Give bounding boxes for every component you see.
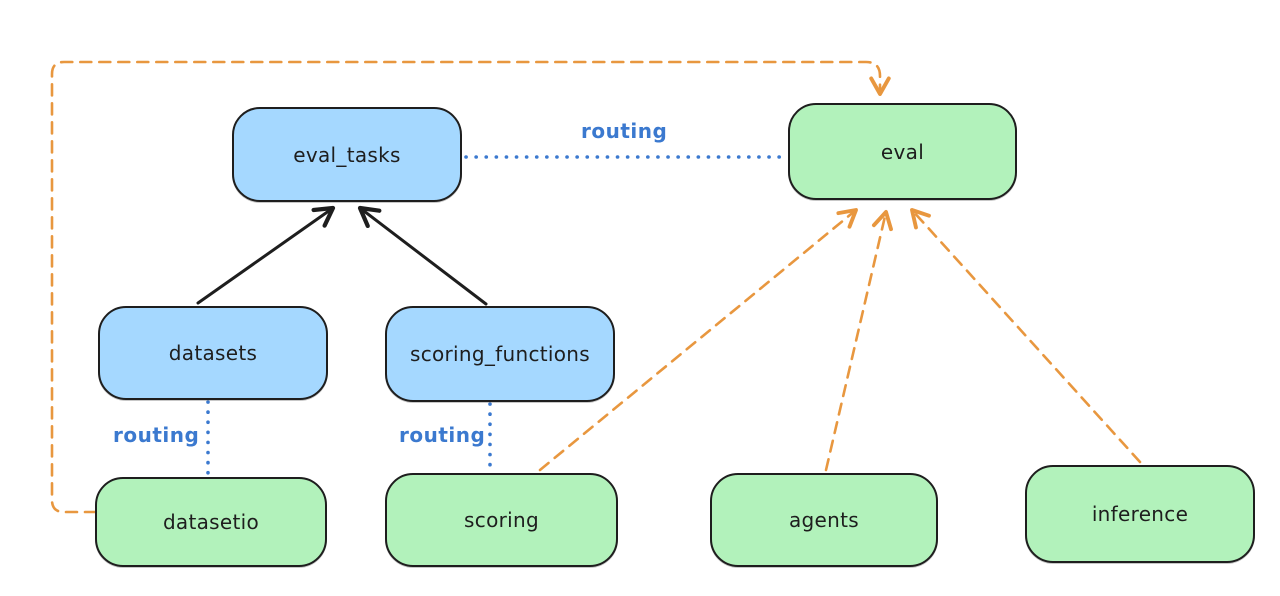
edge-agents-to-eval	[824, 210, 893, 472]
node-scoring-functions: scoring_functions	[385, 306, 615, 402]
node-eval-tasks-label: eval_tasks	[293, 142, 401, 167]
node-scoring-label: scoring	[464, 508, 539, 532]
node-eval-label: eval	[880, 139, 925, 164]
node-eval-tasks: eval_tasks	[232, 107, 462, 202]
node-datasets-label: datasets	[168, 341, 258, 365]
node-eval: eval	[788, 103, 1017, 200]
node-scoring-functions-label: scoring_functions	[409, 342, 591, 366]
node-inference: inference	[1025, 465, 1255, 563]
edge-datasetio-to-eval	[50, 60, 891, 514]
edge-label-routing-eval-tasks-eval: routing	[581, 119, 668, 143]
edge-label-routing-datasets-datasetio: routing	[113, 423, 200, 447]
node-agents-label: agents	[789, 508, 859, 532]
node-scoring: scoring	[385, 473, 618, 567]
node-datasets: datasets	[98, 306, 328, 400]
edge-label-routing-scoring-functions-scoring: routing	[399, 423, 486, 447]
node-inference-label: inference	[1091, 502, 1189, 526]
edge-scoring-to-eval	[538, 208, 858, 472]
node-datasetio-label: datasetio	[162, 510, 260, 534]
node-agents: agents	[710, 473, 938, 567]
edge-scoring-functions-to-eval-tasks	[357, 205, 488, 306]
edge-datasets-to-eval-tasks	[196, 205, 336, 305]
node-datasetio: datasetio	[95, 477, 327, 567]
edge-inference-to-eval	[910, 208, 1142, 464]
